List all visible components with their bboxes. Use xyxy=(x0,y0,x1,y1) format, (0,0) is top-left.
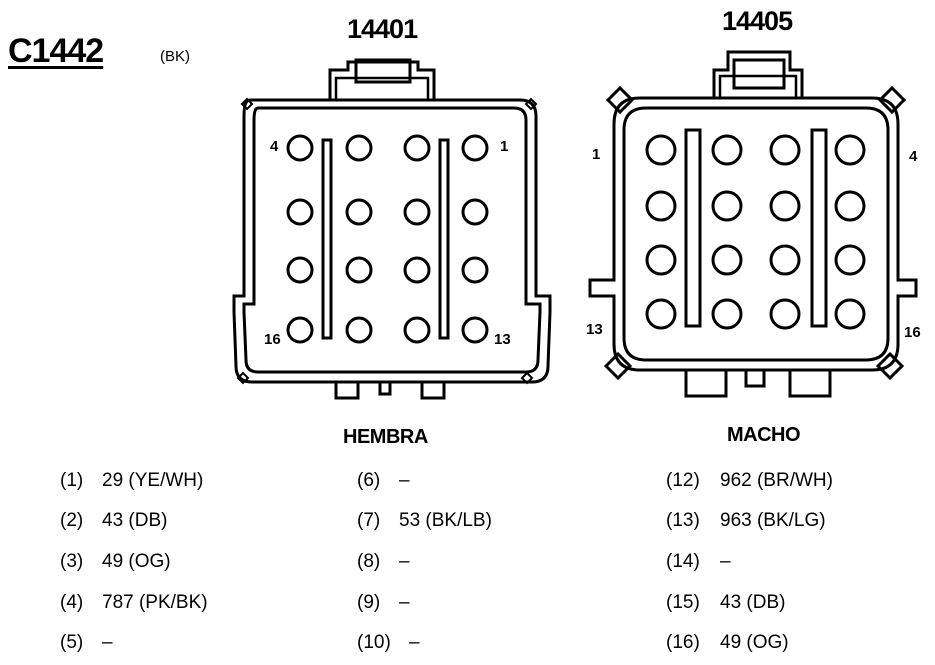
wire-circuit: 49 (OG) xyxy=(720,632,789,653)
pinout-row: (2) 43 (DB) xyxy=(60,510,167,532)
male-view-label: MACHO xyxy=(727,424,801,446)
wire-circuit: – xyxy=(399,551,410,572)
pinout-row: (4) 787 (PK/BK) xyxy=(60,592,208,614)
male-connector-face xyxy=(588,50,918,398)
wire-circuit: 43 (DB) xyxy=(720,592,786,613)
wire-circuit: – xyxy=(409,632,420,653)
wire-circuit: 787 (PK/BK) xyxy=(102,592,208,613)
male-pin-label-bottom-right: 16 xyxy=(904,324,921,341)
wire-circuit: – xyxy=(399,470,410,491)
wire-circuit: 43 (DB) xyxy=(102,510,168,531)
pinout-row: (7) 53 (BK/LB) xyxy=(357,510,492,532)
pin-number: (7) xyxy=(357,510,381,531)
pin-number: (8) xyxy=(357,551,381,572)
pin-number: (5) xyxy=(60,632,84,653)
pin-number: (10) xyxy=(357,632,391,653)
pin-number: (4) xyxy=(60,592,84,613)
female-pin-label-top-left: 4 xyxy=(270,138,279,155)
pin-number: (16) xyxy=(666,632,700,653)
pin-number: (14) xyxy=(666,551,700,572)
female-part-number: 14401 xyxy=(347,14,418,44)
pinout-row: (5)– xyxy=(60,632,113,654)
pin-number: (12) xyxy=(666,470,700,491)
pin-number: (2) xyxy=(60,510,84,531)
pinout-row: (10)– xyxy=(357,632,420,654)
female-pin-label-top-right: 1 xyxy=(500,138,509,155)
wire-circuit: – xyxy=(720,551,731,572)
pin-number: (6) xyxy=(357,470,381,491)
pinout-row: (16) 49 (OG) xyxy=(666,632,789,654)
female-view-label: HEMBRA xyxy=(343,426,428,448)
pinout-row: (12) 962 (BR/WH) xyxy=(666,470,833,492)
pinout-row: (1) 29 (YE/WH) xyxy=(60,470,203,492)
wire-circuit: 962 (BR/WH) xyxy=(720,470,833,491)
connector-color: (BK) xyxy=(160,48,190,65)
male-part-number: 14405 xyxy=(722,6,793,36)
male-pin-label-top-right: 4 xyxy=(909,148,918,165)
wire-circuit: – xyxy=(399,592,410,613)
wire-circuit: – xyxy=(102,632,113,653)
pinout-row: (9)– xyxy=(357,592,410,614)
female-pin-label-bottom-left: 16 xyxy=(264,331,281,348)
female-connector-face xyxy=(232,58,552,400)
pinout-row: (15) 43 (DB) xyxy=(666,592,785,614)
pin-number: (1) xyxy=(60,470,84,491)
wire-circuit: 53 (BK/LB) xyxy=(399,510,492,531)
pinout-row: (3) 49 (OG) xyxy=(60,551,171,573)
wire-circuit: 29 (YE/WH) xyxy=(102,470,204,491)
pinout-row: (13) 963 (BK/LG) xyxy=(666,510,826,532)
pin-number: (15) xyxy=(666,592,700,613)
pin-number: (9) xyxy=(357,592,381,613)
pin-number: (13) xyxy=(666,510,700,531)
male-pin-label-top-left: 1 xyxy=(592,146,601,163)
wire-circuit: 49 (OG) xyxy=(102,551,171,572)
wire-circuit: 963 (BK/LG) xyxy=(720,510,826,531)
male-pin-label-bottom-left: 13 xyxy=(586,321,603,338)
pin-number: (3) xyxy=(60,551,84,572)
pinout-row: (14)– xyxy=(666,551,731,573)
connector-id: C1442 xyxy=(8,32,104,70)
pinout-row: (6)– xyxy=(357,470,410,492)
female-pin-label-bottom-right: 13 xyxy=(494,331,511,348)
pinout-row: (8)– xyxy=(357,551,410,573)
